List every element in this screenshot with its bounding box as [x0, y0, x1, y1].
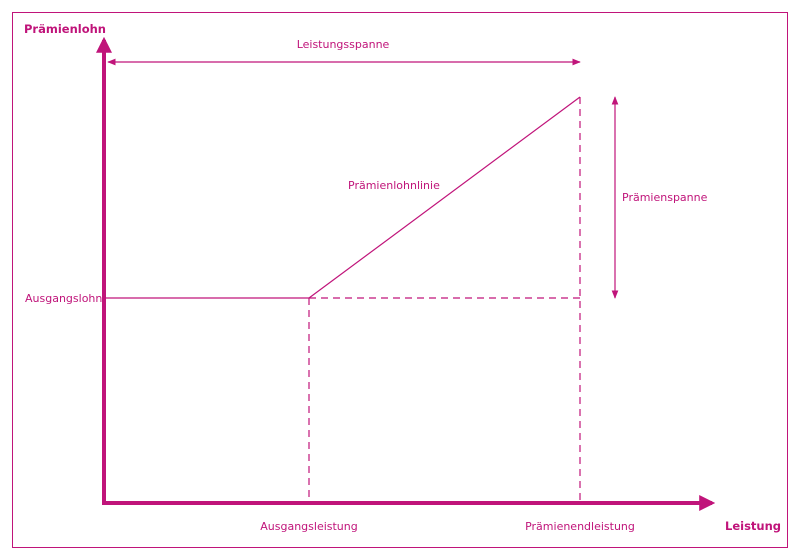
praemienendleistung-label: Prämienendleistung	[525, 520, 635, 533]
praemienlohnlinie-line	[308, 96, 581, 299]
y-axis-label: Prämienlohn	[24, 22, 106, 36]
ausgangslohn-label: Ausgangslohn	[25, 292, 102, 305]
praemienspanne-label: Prämienspanne	[622, 191, 708, 204]
praemienlohnlinie-label: Prämienlohnlinie	[348, 179, 440, 192]
x-axis-label: Leistung	[725, 519, 781, 533]
diagram-frame	[12, 12, 788, 548]
ausgangsleistung-label: Ausgangsleistung	[260, 520, 358, 533]
leistungsspanne-label: Leistungsspanne	[297, 38, 390, 51]
